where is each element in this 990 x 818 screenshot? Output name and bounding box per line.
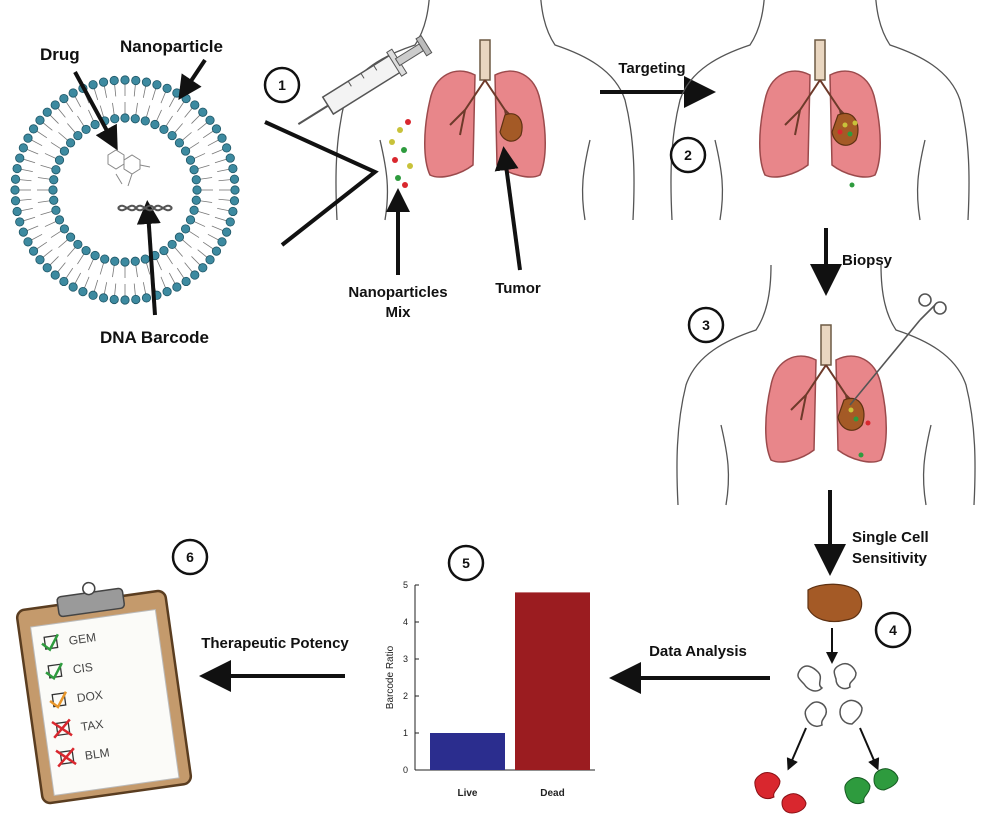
y-tick-label: 3	[403, 654, 408, 664]
x-tick-label: Live	[457, 788, 477, 799]
y-tick-label: 1	[403, 728, 408, 738]
label-drug: Drug	[40, 45, 80, 64]
checklist-item: TAX	[51, 717, 104, 739]
label-tumor: Tumor	[495, 280, 541, 297]
arrow-to-drug	[73, 71, 118, 151]
svg-text:3: 3	[702, 317, 710, 333]
nanoparticle-diagram	[10, 75, 240, 305]
step-4-badge: 4	[874, 611, 912, 649]
checklist-label: CIS	[72, 660, 94, 677]
step-1-badge: 1	[263, 66, 301, 104]
clipboard-icon: GEM CIS DOX TAX BLM	[15, 581, 193, 805]
label-targeting: Targeting	[618, 60, 685, 77]
checklist-label: GEM	[68, 630, 97, 648]
nanoparticle-dots	[389, 119, 413, 188]
syringe-icon	[297, 34, 433, 125]
label-data-analysis: Data Analysis	[649, 643, 747, 660]
dead-cells-red	[754, 772, 807, 814]
tumor-shape	[499, 113, 523, 142]
label-nanoparticle: Nanoparticle	[120, 37, 223, 56]
arrow-to-nanoparticle	[178, 58, 207, 100]
x-tick-label: Dead	[540, 788, 564, 799]
bar-live	[430, 733, 505, 770]
svg-text:4: 4	[889, 622, 897, 638]
label-single-cell-1: Single Cell	[852, 529, 929, 546]
svg-text:5: 5	[462, 555, 470, 571]
mixing-bracket	[264, 120, 379, 247]
y-axis-label: Barcode Ratio	[385, 645, 396, 709]
step-2-badge: 2	[669, 136, 707, 174]
live-cells-green	[844, 768, 899, 805]
tumor-sample-icon	[807, 583, 863, 623]
label-single-cell-2: Sensitivity	[852, 550, 928, 567]
label-therapeutic-potency: Therapeutic Potency	[201, 635, 349, 652]
patient-injection	[335, 0, 635, 221]
label-nanoparticles-mix-2: Mix	[385, 304, 411, 321]
checklist-item: CIS	[45, 660, 94, 681]
checklist-item: BLM	[55, 745, 110, 768]
svg-text:6: 6	[186, 549, 194, 565]
bar-dead	[515, 592, 590, 770]
biopsy-needle-icon	[849, 293, 947, 406]
label-dna-barcode: DNA Barcode	[100, 328, 209, 347]
y-tick-label: 4	[403, 617, 408, 627]
arrow-to-tumor	[494, 146, 522, 271]
checklist-label: TAX	[80, 717, 104, 734]
patient-targeted	[670, 0, 970, 221]
arrow-to-live-cells	[859, 727, 880, 771]
svg-text:1: 1	[278, 77, 286, 93]
label-nanoparticles-mix-1: Nanoparticles	[348, 284, 447, 301]
y-tick-label: 2	[403, 691, 408, 701]
label-biopsy: Biopsy	[842, 252, 893, 269]
step-5-badge: 5	[447, 544, 485, 582]
checklist-label: BLM	[84, 745, 110, 762]
checklist-label: DOX	[76, 688, 104, 705]
dissociated-cells	[797, 662, 863, 728]
step-3-badge: 3	[687, 306, 725, 344]
checklist-item: DOX	[49, 688, 104, 709]
arrow-to-dead-cells	[786, 727, 807, 771]
drug-molecule-icon	[107, 149, 151, 187]
svg-text:2: 2	[684, 147, 692, 163]
checklist-item: GEM	[41, 630, 97, 652]
dna-barcode-icon	[117, 204, 173, 212]
arrow-to-dna-barcode	[136, 200, 161, 316]
y-tick-label: 0	[403, 765, 408, 775]
patient-biopsy	[676, 264, 976, 506]
step-6-badge: 6	[171, 538, 209, 576]
y-tick-label: 5	[403, 580, 408, 590]
